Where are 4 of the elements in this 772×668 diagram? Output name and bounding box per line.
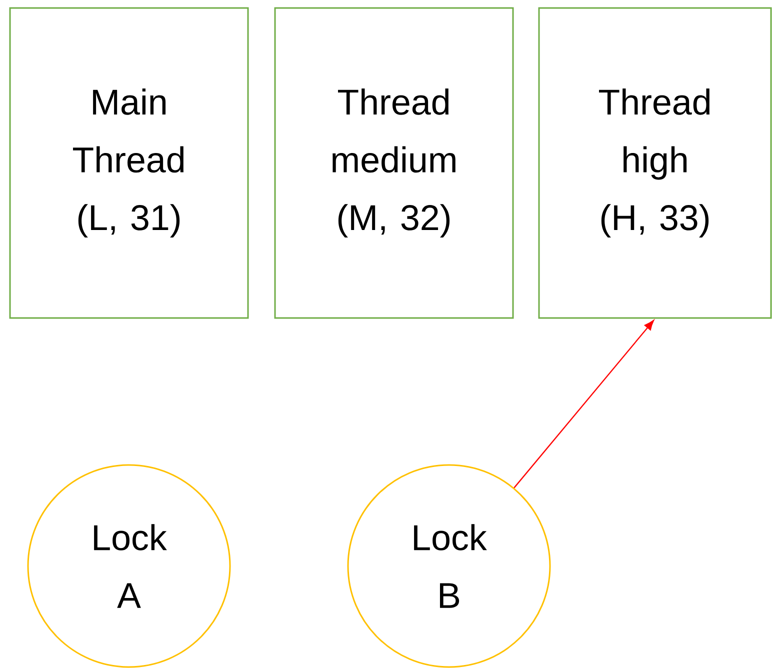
process-box: Thread high (H, 33) [538,7,772,319]
process-box: Main Thread (L, 31) [9,7,249,319]
process-box: Thread medium (M, 32) [274,7,514,319]
arrow [514,320,654,488]
